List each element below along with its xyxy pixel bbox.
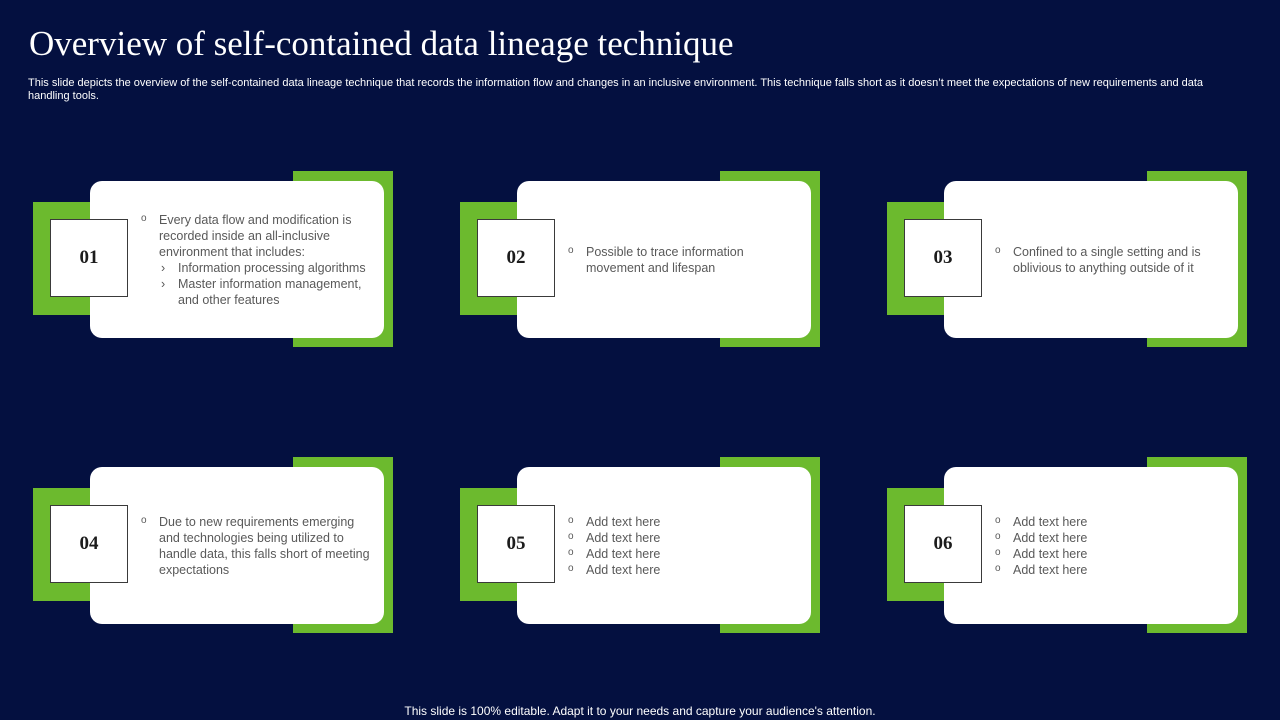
card-number: 05 bbox=[477, 505, 555, 583]
card-sub-bullet: Master information management, and other… bbox=[140, 276, 384, 308]
card-bullet: Add text here bbox=[994, 529, 1238, 546]
card-content: Every data flow and modification is reco… bbox=[140, 181, 384, 338]
card-number: 06 bbox=[904, 505, 982, 583]
card-content: Add text here Add text here Add text her… bbox=[994, 467, 1238, 624]
card-number: 03 bbox=[904, 219, 982, 297]
card-number: 04 bbox=[50, 505, 128, 583]
card-sub-bullet: Information processing algorithms bbox=[140, 260, 384, 276]
card-bullet: Add text here bbox=[994, 513, 1238, 530]
card-bullet: Add text here bbox=[567, 529, 811, 546]
card-number: 02 bbox=[477, 219, 555, 297]
slide-subtitle: This slide depicts the overview of the s… bbox=[28, 77, 1204, 102]
card-bullet: Add text here bbox=[567, 513, 811, 530]
card-02: 02 Possible to trace information movemen… bbox=[460, 171, 820, 347]
card-bullet: Every data flow and modification is reco… bbox=[140, 211, 384, 260]
slide-footer: This slide is 100% editable. Adapt it to… bbox=[404, 704, 876, 718]
card-bullet: Add text here bbox=[567, 561, 811, 578]
card-bullet: Confined to a single setting and is obli… bbox=[994, 243, 1238, 276]
card-bullet: Due to new requirements emerging and tec… bbox=[140, 513, 384, 578]
slide-title: Overview of self-contained data lineage … bbox=[29, 24, 734, 63]
card-04: 04 Due to new requirements emerging and … bbox=[33, 457, 393, 633]
card-05: 05 Add text here Add text here Add text … bbox=[460, 457, 820, 633]
card-01: 01 Every data flow and modification is r… bbox=[33, 171, 393, 347]
card-06: 06 Add text here Add text here Add text … bbox=[887, 457, 1247, 633]
card-content: Add text here Add text here Add text her… bbox=[567, 467, 811, 624]
card-bullet: Possible to trace information movement a… bbox=[567, 243, 811, 276]
card-bullet: Add text here bbox=[567, 545, 811, 562]
card-content: Confined to a single setting and is obli… bbox=[994, 181, 1238, 338]
card-number: 01 bbox=[50, 219, 128, 297]
card-content: Possible to trace information movement a… bbox=[567, 181, 811, 338]
card-bullet: Add text here bbox=[994, 561, 1238, 578]
card-03: 03 Confined to a single setting and is o… bbox=[887, 171, 1247, 347]
card-content: Due to new requirements emerging and tec… bbox=[140, 467, 384, 624]
card-bullet: Add text here bbox=[994, 545, 1238, 562]
